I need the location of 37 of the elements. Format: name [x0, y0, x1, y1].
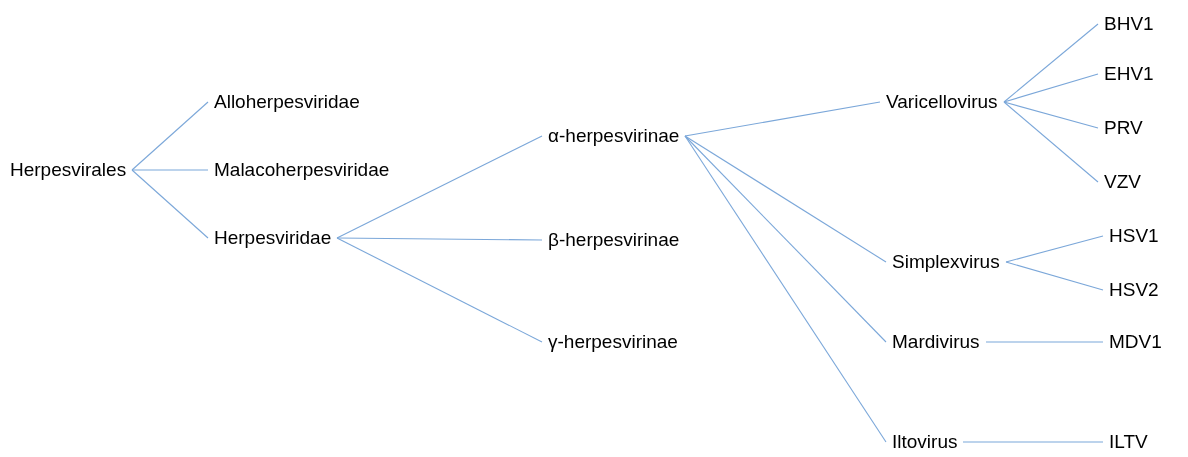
tree-branch-line — [985, 341, 1104, 343]
taxon-label: α-herpesvirinae — [542, 123, 686, 149]
taxon-label: Iltovirus — [886, 429, 964, 455]
taxon-label: VZV — [1098, 169, 1147, 195]
tree-branch-line — [1003, 101, 1099, 183]
tree-branch-line — [336, 237, 543, 343]
tree-branch-line — [131, 169, 209, 171]
taxon-label: Varicellovirus — [880, 89, 1004, 115]
taxon-label: PRV — [1098, 115, 1149, 141]
taxon-label: Simplexvirus — [886, 249, 1006, 275]
taxon-label: Herpesviridae — [208, 225, 338, 251]
tree-branch-line — [336, 237, 543, 241]
taxon-label: Mardivirus — [886, 329, 986, 355]
tree-branch-line — [962, 441, 1104, 443]
taxon-label: Malacoherpesviridae — [208, 157, 396, 183]
tree-branch-line — [336, 135, 543, 239]
taxon-label: BHV1 — [1098, 11, 1160, 37]
tree-branch-line — [684, 135, 887, 443]
taxon-label: Herpesvirales — [4, 157, 133, 183]
taxon-label: ILTV — [1103, 429, 1154, 455]
tree-branch-line — [684, 135, 887, 263]
taxon-label: HSV1 — [1103, 223, 1165, 249]
tree-branch-line — [1005, 235, 1104, 263]
tree-branch-line — [131, 169, 209, 239]
tree-branch-line — [684, 135, 887, 343]
tree-branch-line — [1003, 101, 1099, 129]
tree-branch-line — [1003, 23, 1099, 103]
taxon-label: Alloherpesviridae — [208, 89, 366, 115]
taxon-label: MDV1 — [1103, 329, 1168, 355]
tree-branch-line — [1003, 73, 1099, 103]
taxon-label: β-herpesvirinae — [542, 227, 686, 253]
taxon-label: HSV2 — [1103, 277, 1165, 303]
taxon-label: γ-herpesvirinae — [542, 329, 684, 355]
taxon-label: EHV1 — [1098, 61, 1160, 87]
tree-branch-line — [1005, 261, 1104, 291]
tree-branch-line — [131, 101, 209, 171]
tree-branch-line — [684, 101, 881, 137]
